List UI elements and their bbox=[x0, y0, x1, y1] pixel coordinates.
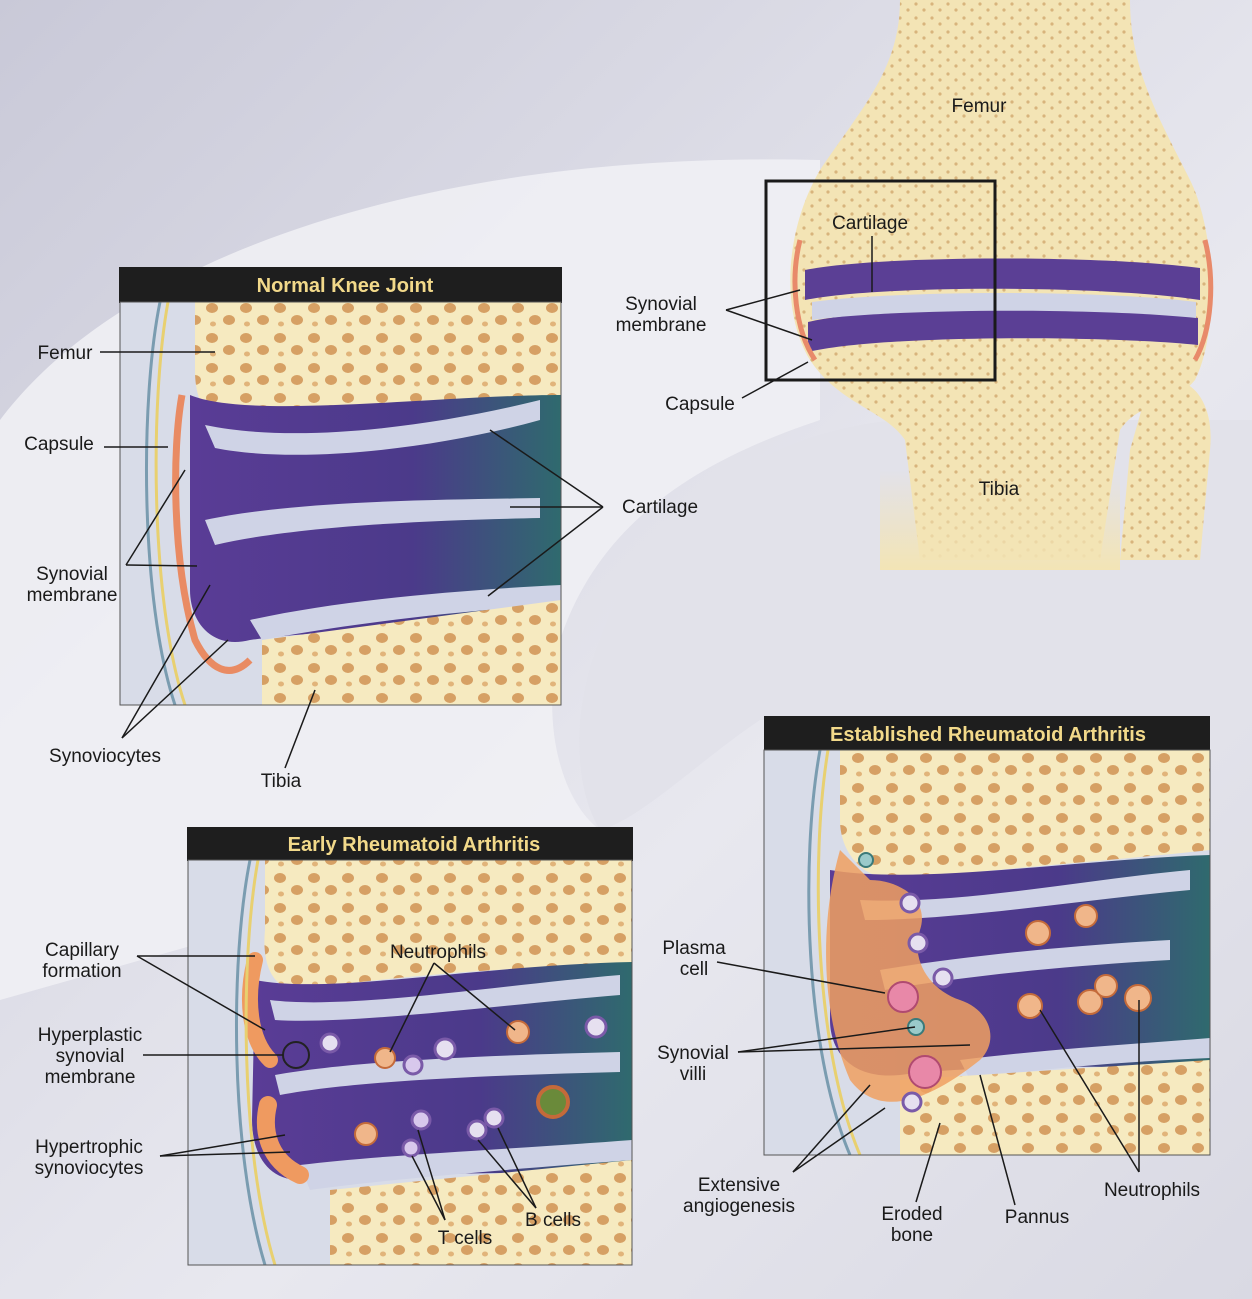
early-title: Early Rheumatoid Arthritis bbox=[288, 834, 541, 856]
normal-synovial-label-1: Synovial bbox=[36, 564, 108, 585]
established-panel bbox=[764, 716, 1210, 1155]
overview-synovial-label-2: membrane bbox=[616, 315, 707, 336]
overview-femur-label: Femur bbox=[952, 96, 1008, 117]
early-neutrophils-label: Neutrophils bbox=[390, 942, 486, 963]
normal-title: Normal Knee Joint bbox=[257, 275, 434, 297]
early-tcells-label: T cells bbox=[438, 1228, 493, 1249]
early-hyperplastic-label-3: membrane bbox=[45, 1067, 136, 1088]
normal-capsule-label: Capsule bbox=[24, 434, 94, 455]
overview-synovial-label-1: Synovial bbox=[625, 294, 697, 315]
early-capillary-label-1: Capillary bbox=[45, 940, 119, 961]
established-angiogenesis-label-2: angiogenesis bbox=[683, 1196, 795, 1217]
established-neutrophils-label: Neutrophils bbox=[1104, 1180, 1200, 1201]
established-angiogenesis-label-1: Extensive bbox=[698, 1175, 780, 1196]
normal-cartilage-label: Cartilage bbox=[622, 497, 698, 518]
early-hyperplastic-label-1: Hyperplastic bbox=[38, 1025, 143, 1046]
early-panel bbox=[187, 827, 633, 1265]
established-eroded-label-1: Eroded bbox=[881, 1204, 942, 1225]
normal-synovial-label-2: membrane bbox=[27, 585, 118, 606]
established-plasma-label-1: Plasma bbox=[662, 938, 726, 959]
normal-synoviocytes-label: Synoviocytes bbox=[49, 746, 161, 767]
established-villi-label-1: Synovial bbox=[657, 1043, 729, 1064]
early-hypertrophic-label-2: synoviocytes bbox=[35, 1158, 144, 1179]
normal-panel bbox=[119, 267, 562, 705]
overview-capsule-label: Capsule bbox=[665, 394, 735, 415]
early-capillary-label-2: formation bbox=[42, 961, 121, 982]
overview-tibia-label: Tibia bbox=[979, 479, 1020, 500]
early-hyperplastic-label-2: synovial bbox=[56, 1046, 125, 1067]
normal-tibia-label: Tibia bbox=[261, 771, 302, 792]
established-plasma-label-2: cell bbox=[680, 959, 709, 980]
normal-femur-label: Femur bbox=[38, 343, 94, 364]
early-bcells-label: B cells bbox=[525, 1210, 581, 1231]
early-hypertrophic-label-1: Hypertrophic bbox=[35, 1137, 143, 1158]
established-eroded-label-2: bone bbox=[891, 1225, 933, 1246]
overview-cartilage-label: Cartilage bbox=[832, 213, 908, 234]
established-title: Established Rheumatoid Arthritis bbox=[830, 724, 1146, 746]
established-villi-label-2: villi bbox=[680, 1064, 706, 1085]
established-pannus-label: Pannus bbox=[1005, 1207, 1069, 1228]
